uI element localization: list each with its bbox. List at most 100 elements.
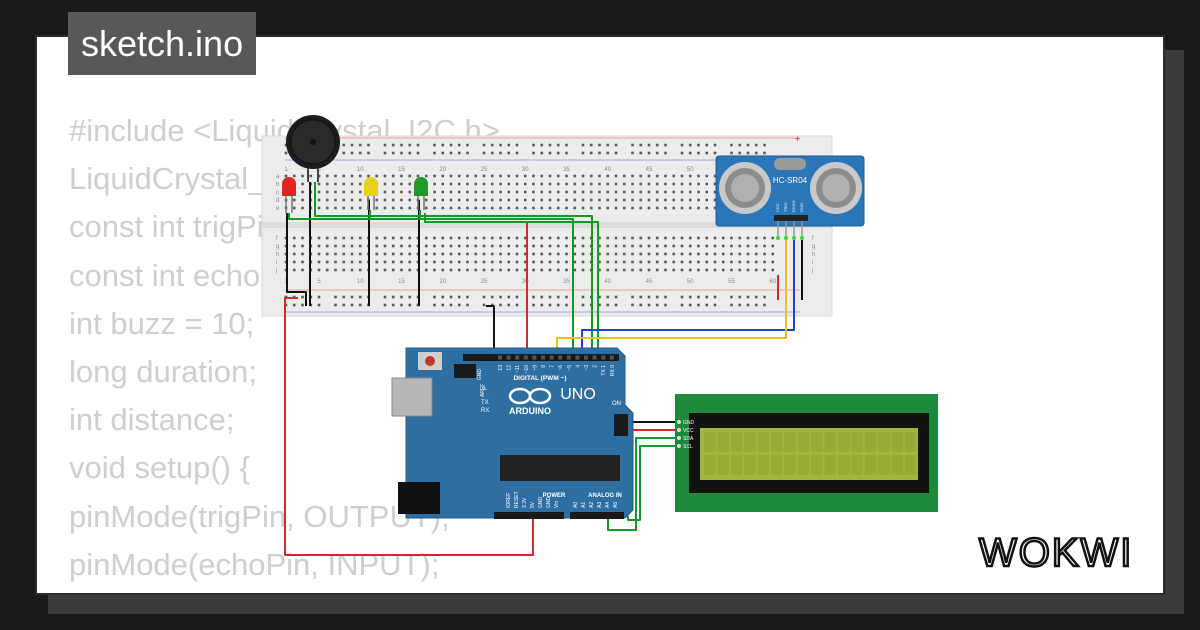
sensor-pin-label: ECHO <box>791 200 796 212</box>
aref-label: AREF <box>480 384 486 397</box>
digital-pin[interactable] <box>498 355 502 360</box>
lcd-cell <box>851 455 863 475</box>
wokwi-logo[interactable]: WOKWI <box>975 526 1150 576</box>
led-red[interactable] <box>282 177 296 213</box>
analog-label: ANALOG IN <box>588 493 622 499</box>
digital-pin[interactable] <box>541 355 545 360</box>
lcd-cell <box>704 455 716 475</box>
lcd-cell <box>757 432 770 452</box>
digital-pin-label: ~3 <box>584 365 590 371</box>
digital-pin-label: 12 <box>507 365 513 371</box>
power-pin-label: 5V <box>530 501 536 508</box>
lcd-cell <box>864 455 877 475</box>
digital-pin-label: 7 <box>550 365 556 368</box>
lcd-pin-label: SCL <box>683 444 693 450</box>
breadboard-row-letter: g <box>812 244 815 250</box>
file-name-badge[interactable]: sketch.ino <box>68 12 257 75</box>
on-label: ON <box>612 401 621 407</box>
analog-pin-label: A0 <box>573 502 579 508</box>
breadboard-column-number: 60 <box>769 279 776 285</box>
buzzer[interactable] <box>286 115 340 182</box>
lcd-cell <box>905 455 917 475</box>
analog-pin-label: A5 <box>613 502 619 508</box>
digital-pin[interactable] <box>506 355 511 360</box>
breadboard-column-number: 35 <box>563 167 570 173</box>
digital-pin[interactable] <box>558 355 563 360</box>
wire-green-led-1 <box>288 213 574 352</box>
breadboard-row-letter: j <box>275 268 277 274</box>
lcd-cell <box>730 455 743 475</box>
svg-text:+: + <box>795 134 800 144</box>
wire-green-scl <box>627 445 675 521</box>
breadboard-row-letter: j <box>811 268 813 274</box>
breadboard-column-number: 45 <box>646 279 653 285</box>
led-yellow[interactable] <box>364 177 378 210</box>
digital-pin[interactable] <box>584 355 588 360</box>
digital-pin[interactable] <box>523 355 528 360</box>
lcd-pin[interactable] <box>677 436 681 440</box>
lcd-cell <box>811 432 823 452</box>
digital-pin[interactable] <box>592 355 597 360</box>
lcd-cell <box>838 432 850 452</box>
lcd-cell <box>878 432 890 452</box>
power-pin-label: 3.3V <box>522 497 528 508</box>
lcd-pin[interactable] <box>677 444 681 448</box>
breadboard-row-letter: h <box>812 252 815 258</box>
code-line: pinMode(echoPin, INPUT); <box>69 546 440 582</box>
lcd-pin[interactable] <box>677 420 681 424</box>
arduino-brand: ARDUINO <box>509 406 551 416</box>
lcd-pin[interactable] <box>677 428 681 432</box>
led-green[interactable] <box>414 177 428 210</box>
sensor-pin-label: GND <box>799 203 804 212</box>
wire-green-buzzer <box>314 182 593 352</box>
l-label: L <box>484 386 488 392</box>
digital-pin[interactable] <box>575 355 580 360</box>
lcd-cell <box>905 432 917 452</box>
lcd-cell <box>838 455 850 475</box>
digital-pin-label: ~11 <box>515 365 521 373</box>
lcd-display[interactable]: GND VCC SDA SCL <box>675 394 938 512</box>
lcd-cell <box>744 432 756 452</box>
breadboard-column-number: 20 <box>439 167 446 173</box>
breadboard-row-letter: a <box>276 174 280 180</box>
breadboard-row-letter: d <box>276 198 279 204</box>
wire-black-gnd-1 <box>286 213 307 306</box>
breadboard-column-number: 15 <box>398 279 405 285</box>
lcd-cell <box>864 432 877 452</box>
digital-pin[interactable] <box>601 355 606 360</box>
digital-label: DIGITAL (PWM ~) <box>513 375 566 382</box>
lcd-pin-label: SDA <box>683 436 694 442</box>
lcd-pin-label: GND <box>683 420 695 426</box>
arduino-uno[interactable]: ARDUINO UNO DIGITAL (PWM ~) POWER ANALOG… <box>391 347 634 519</box>
digital-pin-label: 13 <box>498 365 504 371</box>
digital-pin-label: 4 <box>575 365 581 368</box>
breadboard-column-number: 1 <box>284 167 288 173</box>
lcd-cell <box>824 455 837 475</box>
breadboard-column-number: 45 <box>646 167 653 173</box>
breadboard-column-number: 50 <box>687 167 694 173</box>
breadboard-column-number: 10 <box>357 167 364 173</box>
wire-blue-echo <box>581 240 795 352</box>
digital-pin-label: ~9 <box>532 365 538 371</box>
breadboard-column-number: 30 <box>522 279 529 285</box>
wire-green-sda <box>607 437 675 531</box>
breadboard-row-letter: h <box>276 252 279 258</box>
digital-pin[interactable] <box>532 355 537 360</box>
digital-pin[interactable] <box>566 355 571 360</box>
lcd-cell <box>878 455 890 475</box>
digital-pin[interactable] <box>549 355 554 360</box>
lcd-pin-label: VCC <box>683 428 694 434</box>
digital-pin-label: 2 <box>593 365 599 368</box>
lcd-cell <box>784 432 796 452</box>
lcd-cell <box>717 455 729 475</box>
digital-pin[interactable] <box>515 355 520 360</box>
digital-pin[interactable] <box>609 355 614 360</box>
breadboard-column-number: 15 <box>398 167 405 173</box>
lcd-cell <box>811 455 823 475</box>
analog-pin-label: A2 <box>589 502 595 508</box>
breadboard-row-letter: b <box>276 182 280 188</box>
lcd-cell <box>851 432 863 452</box>
sensor-label: HC-SR04 <box>773 176 808 185</box>
